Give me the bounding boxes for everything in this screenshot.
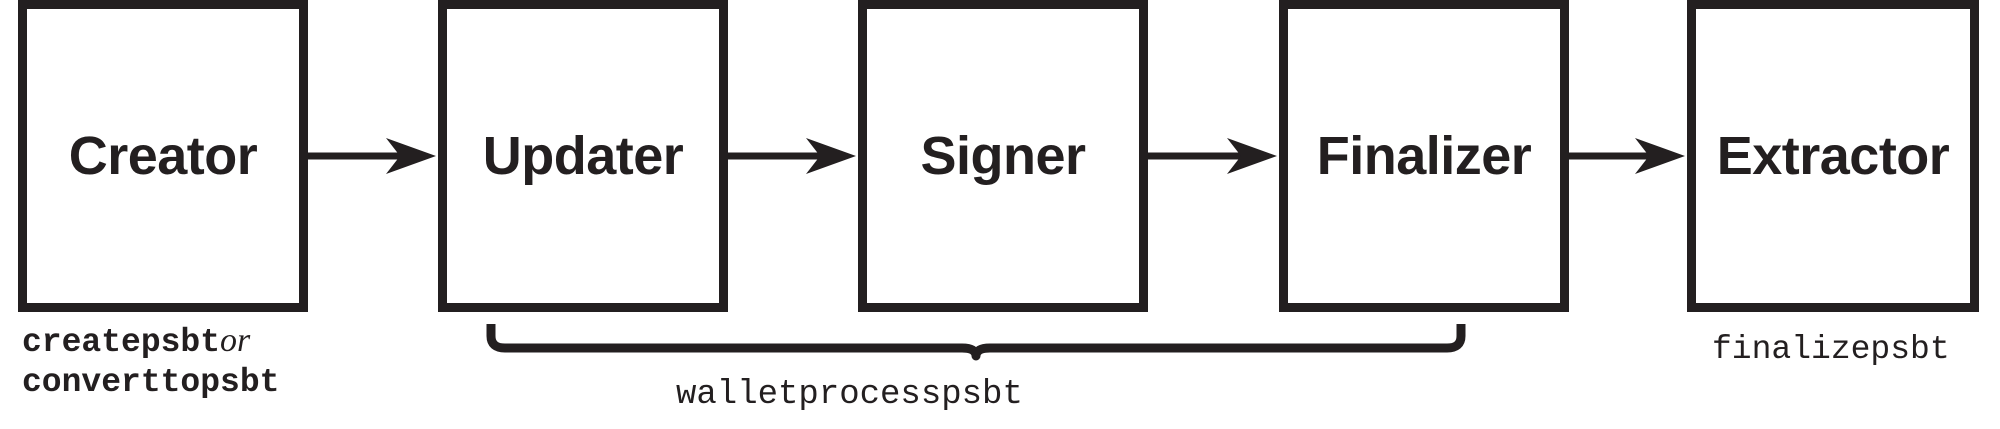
node-updater-label: Updater [482,126,684,186]
node-creator-label: Creator [68,126,258,186]
brace-walletprocesspsbt [486,322,1466,366]
brace-label-walletprocesspsbt: walletprocesspsbt [676,376,1023,414]
node-finalizer[interactable]: Finalizer [1279,0,1569,312]
arrow-creator-to-updater [308,0,438,312]
node-updater[interactable]: Updater [438,0,728,312]
caption-creator-or: or [220,322,251,359]
caption-extractor: finalizepsbt [1712,331,1950,368]
node-signer[interactable]: Signer [858,0,1148,312]
flow-row: Creator Updater Signer [18,0,1979,312]
arrow-signer-to-finalizer [1148,0,1279,312]
node-creator[interactable]: Creator [18,0,308,312]
node-signer-label: Signer [920,126,1086,186]
arrow-updater-to-signer [728,0,858,312]
node-finalizer-label: Finalizer [1316,126,1532,186]
caption-creator-line1: createpsbt [22,324,221,361]
node-extractor[interactable]: Extractor [1687,0,1979,312]
caption-creator-line2: converttopsbt [22,364,280,402]
node-extractor-label: Extractor [1716,126,1950,186]
arrow-finalizer-to-extractor [1569,0,1687,312]
caption-creator: createpsbtor converttopsbt [22,320,279,404]
